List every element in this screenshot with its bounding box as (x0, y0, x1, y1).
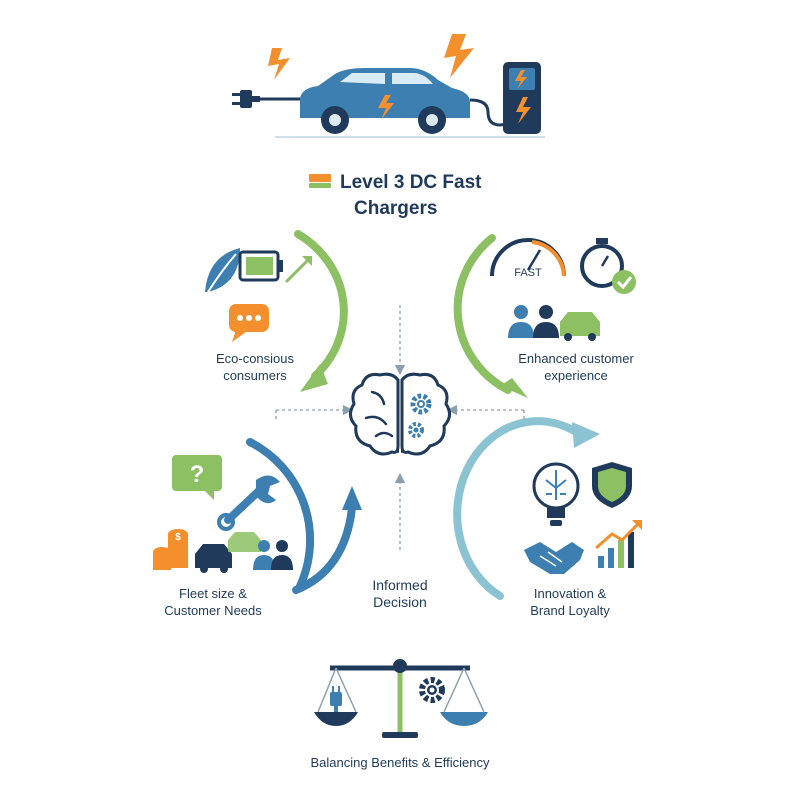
customer-experience-label: Enhanced customer experience (518, 351, 634, 383)
title-line-1: Level 3 DC Fast (340, 172, 482, 193)
balance-scale-icon (314, 659, 488, 738)
gear-icon (408, 422, 424, 438)
innovation-label: Innovation & Brand Loyalty (530, 586, 610, 618)
cycle-arrow-green-left (294, 230, 348, 392)
car-icon (195, 544, 232, 573)
svg-text:FAST: FAST (514, 267, 542, 279)
growth-chart-icon (595, 520, 642, 568)
lightning-icon (268, 48, 290, 80)
handshake-icon (524, 542, 584, 574)
gear-icon (410, 393, 432, 415)
checkmark-icon (612, 270, 636, 294)
battery-icon (238, 250, 283, 282)
brain-icon (349, 372, 451, 456)
car-icon (228, 532, 261, 552)
informed-decision-label: Informed Decision (372, 577, 428, 610)
svg-text:?: ? (190, 461, 205, 488)
gear-icon (419, 677, 445, 703)
wrench-icon (217, 475, 280, 531)
fleet-size-label: Fleet size & Customer Needs (164, 586, 262, 618)
cycle-arrow-blue-left-tail (292, 504, 356, 594)
stopwatch-icon (580, 238, 624, 288)
people-icon (508, 305, 559, 338)
cycle-arrow-lightblue-right (453, 417, 600, 600)
lightbulb-icon (532, 462, 580, 526)
page-title: Level 3 DC Fast Chargers (340, 170, 482, 222)
charging-station-icon (503, 62, 541, 134)
title-badge-icon (309, 174, 331, 188)
title-line-2: Chargers (354, 198, 438, 219)
car-icon (560, 312, 600, 341)
ev-car-icon (300, 68, 470, 134)
center-connectors (275, 305, 525, 550)
shield-icon (592, 462, 632, 508)
plug-icon (232, 90, 300, 108)
cycle-arrow-blue-left (246, 438, 362, 590)
eco-consumers-label: Eco-consious consumers (215, 351, 295, 383)
question-icon: ? (172, 455, 222, 500)
people-icon (253, 540, 293, 570)
lightning-icon (444, 34, 474, 78)
plug-icon (330, 686, 342, 712)
coins-icon: $ (153, 529, 188, 570)
svg-text:$: $ (175, 532, 181, 543)
leaf-icon (205, 248, 240, 293)
growth-arrow-icon (284, 256, 312, 284)
chat-bubble-icon (229, 304, 269, 342)
cycle-arrow-green-right (453, 234, 528, 398)
speedometer-icon: FAST (490, 238, 566, 279)
footer-caption: Balancing Benefits & Efficiency (310, 755, 490, 770)
ev-header-illustration (232, 34, 545, 138)
